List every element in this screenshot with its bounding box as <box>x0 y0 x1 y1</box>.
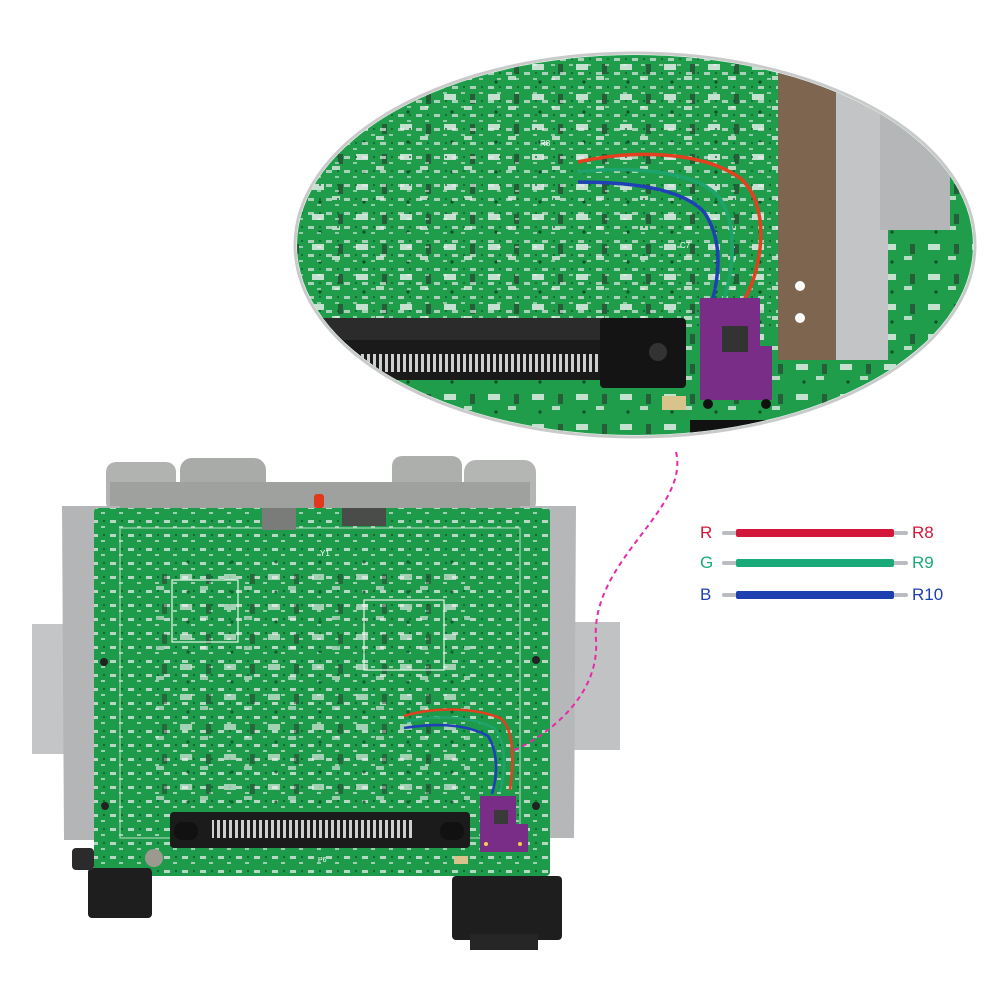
legend-signal-g: G <box>700 553 714 572</box>
zoom-mark-c: C7 <box>680 241 691 250</box>
zoom-leader-line <box>509 451 679 753</box>
power-jack <box>88 868 152 918</box>
wire-blue-zoom <box>577 180 720 303</box>
wire-red-small <box>403 708 514 791</box>
legend-row-red: R R8 <box>700 520 960 548</box>
red-wire-icon <box>722 528 908 538</box>
wire-green-small <box>403 716 506 793</box>
wire-blue-small <box>403 723 498 795</box>
rgb-module-small <box>480 796 528 852</box>
wire-green-zoom <box>577 167 734 301</box>
blue-wire-icon <box>722 590 908 600</box>
av-jack <box>452 876 562 940</box>
wire-red-zoom <box>577 152 763 301</box>
rgb-module-zoom <box>700 298 772 409</box>
zoom-mark-b: R8 <box>540 139 551 148</box>
slot-label: P6 <box>318 857 327 864</box>
console-board: Y1 P6 <box>32 456 620 950</box>
legend-signal-b: B <box>700 585 712 604</box>
power-led <box>314 494 324 508</box>
green-wire-icon <box>722 558 908 568</box>
wire-legend: R R8 G R9 B R10 <box>700 518 960 618</box>
legend-row-blue: B R10 <box>700 582 960 610</box>
board-mark-a: Y1 <box>320 549 330 558</box>
legend-signal-r: R <box>700 523 713 542</box>
legend-pin-r9: R9 <box>912 553 934 572</box>
cartridge-slot <box>170 812 470 848</box>
legend-row-green: G R9 <box>700 550 960 578</box>
legend-pin-r8: R8 <box>912 523 934 542</box>
magnified-view: P6 R8 C7 <box>293 51 977 439</box>
legend-pin-r10: R10 <box>912 585 944 604</box>
